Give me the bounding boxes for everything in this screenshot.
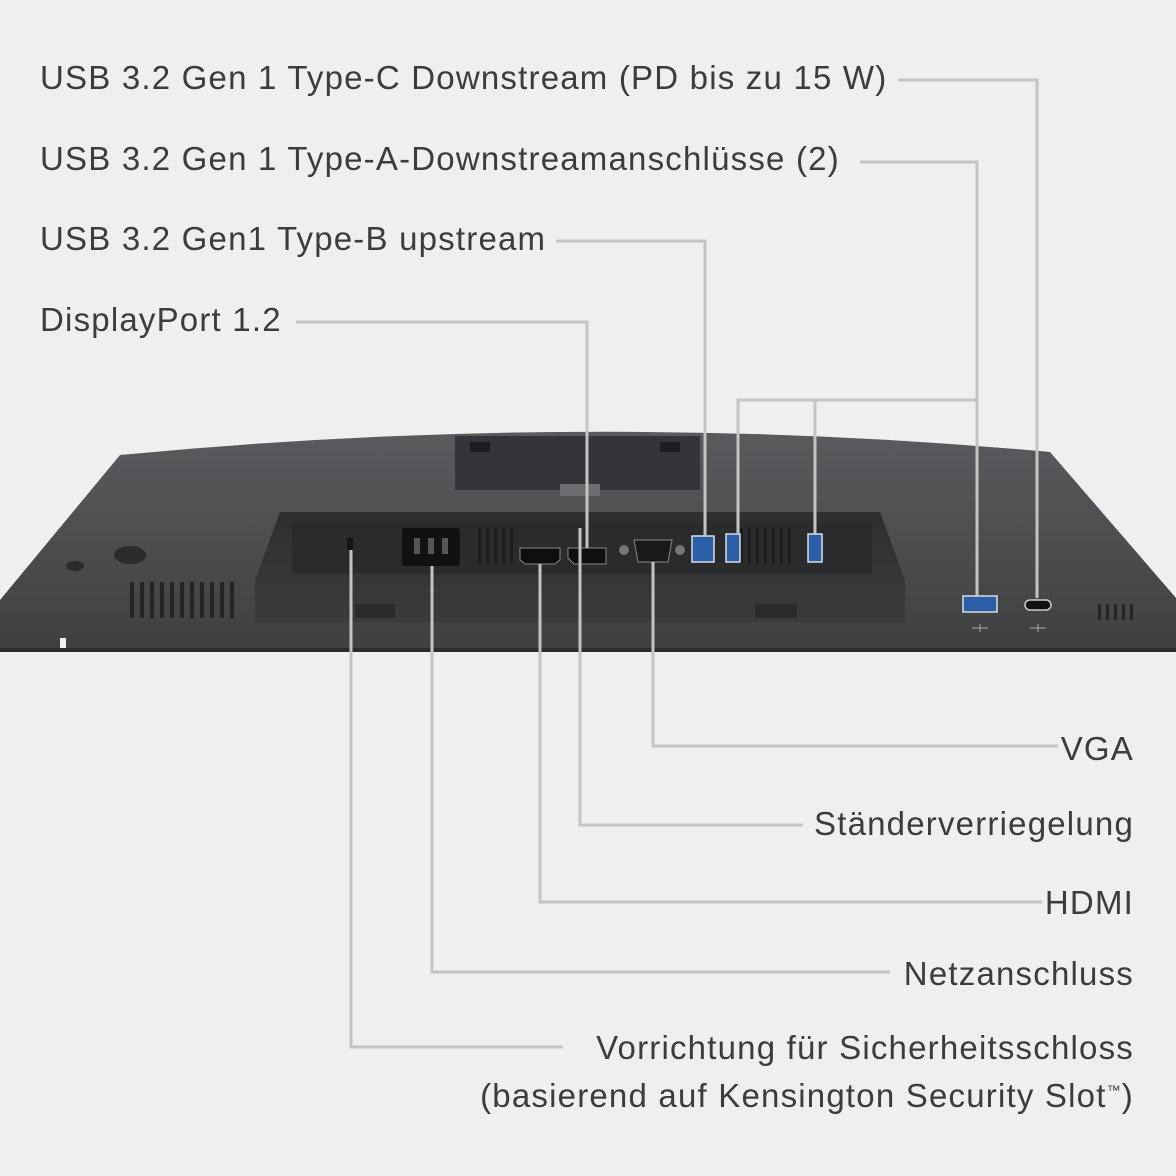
- displayport-port-icon: [567, 547, 607, 565]
- usb-b-port-icon: [691, 535, 715, 563]
- leader-lines: [296, 78, 1058, 1049]
- label-vga: VGA: [1060, 730, 1134, 767]
- label-usb-b: USB 3.2 Gen1 Type-B upstream: [40, 220, 547, 257]
- label-security-line1: Vorrichtung für Sicherheitsschloss: [596, 1029, 1134, 1066]
- label-power: Netzanschluss: [903, 955, 1134, 992]
- vga-port-icon: [619, 539, 685, 563]
- label-security-line2: (basierend auf Kensington Security Slot™…: [480, 1070, 1134, 1116]
- label-stand-lock: Ständerverriegelung: [814, 805, 1134, 842]
- label-hdmi: HDMI: [1044, 884, 1134, 921]
- label-displayport: DisplayPort 1.2: [40, 301, 282, 338]
- power-connector-icon: [402, 528, 460, 566]
- trademark-symbol: ™: [1106, 1082, 1122, 1098]
- label-security-close: ): [1121, 1077, 1134, 1114]
- kensington-slot-icon: [347, 538, 353, 550]
- label-usb-c: USB 3.2 Gen 1 Type-C Downstream (PD bis …: [40, 59, 888, 96]
- label-security-text: (basierend auf Kensington Security Slot: [480, 1077, 1107, 1114]
- hdmi-port-icon: [519, 547, 561, 565]
- usb-symbol-icon: [972, 624, 1046, 632]
- label-usb-a: USB 3.2 Gen 1 Type-A-Downstreamanschlüss…: [40, 140, 840, 177]
- usb-c-port-icon: [1024, 599, 1052, 611]
- usb-a-port-icon: [725, 533, 998, 613]
